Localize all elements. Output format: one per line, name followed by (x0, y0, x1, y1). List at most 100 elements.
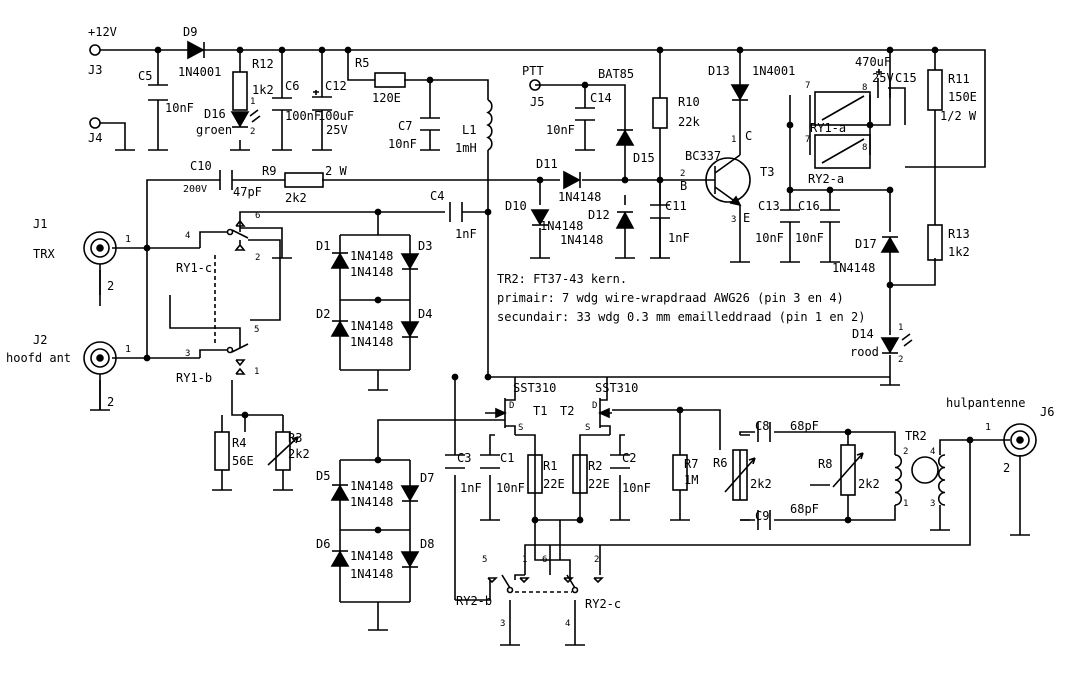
diode-d13: D13 1N4001 (708, 64, 795, 101)
connector-j5: PTT J5 (522, 64, 544, 109)
name-j1: TRX (33, 247, 55, 261)
capacitor-c13: C13 10nF (755, 199, 800, 245)
ref-d2: D2 (316, 307, 330, 321)
part-d3: 1N4148 (350, 265, 393, 279)
ref-d15: D15 (633, 151, 655, 165)
ref-c2: C2 (622, 451, 636, 465)
diode-d15: BAT85 D15 (598, 67, 655, 165)
ref-r4: R4 (232, 436, 246, 450)
pin-label: 3 (500, 619, 505, 629)
ref-d14: D14 (852, 327, 874, 341)
junctions (143, 46, 974, 534)
ref-d16: D16 (204, 107, 226, 121)
ref-d5: D5 (316, 469, 330, 483)
connector-j4: J4 (88, 117, 102, 145)
ref-r9: R9 (262, 164, 276, 178)
ref-c3: C3 (457, 451, 471, 465)
resistor-r11: R11 150E 1/2 W (927, 69, 977, 123)
ref-c9: C9 (755, 509, 769, 523)
ref-j1: J1 (33, 217, 47, 231)
ref-r13: R13 (948, 227, 970, 241)
capacitor-c16: C16 10nF (795, 199, 840, 245)
capacitor-c5: C5 10nF (138, 69, 194, 115)
ref-r11: R11 (948, 72, 970, 86)
ref-d3: D3 (418, 239, 432, 253)
note-line: primair: 7 wdg wire-wrapdraad AWG26 (pin… (497, 291, 844, 305)
ref-d11: D11 (536, 157, 558, 171)
resistor-r9: R9 2 W 2k2 (262, 164, 347, 205)
ref-r3: R3 (288, 431, 302, 445)
potentiometer-r8: R8 2k2 (818, 444, 880, 496)
ref-c13: C13 (758, 199, 780, 213)
part-d5: 1N4148 (350, 479, 393, 493)
ref-c5: C5 (138, 69, 152, 83)
diode-d10: D10 1N4148 (505, 199, 583, 233)
capacitor-c14: C14 10nF (546, 91, 612, 137)
pin-label: 1 (250, 97, 255, 107)
ref-c14: C14 (590, 91, 612, 105)
note-line: TR2: FT37-43 kern. (497, 272, 627, 286)
part-d11: 1N4148 (558, 190, 601, 204)
ref-d13: D13 (708, 64, 730, 78)
resistor-r5: R5 120E (355, 56, 406, 105)
ref-c1: C1 (500, 451, 514, 465)
value-c7: 10nF (388, 137, 417, 151)
value-c2: 10nF (622, 481, 651, 495)
pin-label: 1 (731, 135, 736, 145)
pin-label: D (592, 401, 597, 411)
ref-d6: D6 (316, 537, 330, 551)
part-d17: 1N4148 (832, 261, 875, 275)
part-d13: 1N4001 (752, 64, 795, 78)
potentiometer-r3: R3 2k2 (267, 431, 310, 471)
pin-label: 4 (185, 231, 190, 241)
transformer-tr2: TR2 2 4 1 3 (894, 429, 946, 509)
part-d10: 1N4148 (540, 219, 583, 233)
diode-d11: D11 1N4148 (536, 157, 601, 204)
rating-c12: 25V (326, 123, 348, 137)
relay-contact-ry1b: RY1-b 3 5 1 (176, 325, 259, 385)
ref-d10: D10 (505, 199, 527, 213)
pin-label: 2 (1003, 461, 1010, 475)
capacitor-c2: C2 10nF (610, 451, 651, 495)
ref-r10: R10 (678, 95, 700, 109)
pin-label: 7 (805, 135, 810, 145)
ref-j5: J5 (530, 95, 544, 109)
ref-d9: D9 (183, 25, 197, 39)
pin-label: 6 (255, 211, 260, 221)
capacitor-c4: C4 1nF (430, 189, 477, 241)
inductor-l1: L1 1mH (455, 99, 493, 155)
value-c13: 10nF (755, 231, 784, 245)
ref-l1: L1 (462, 123, 476, 137)
ref-t2: T2 (560, 404, 574, 418)
value-r9: 2k2 (285, 191, 307, 205)
connector-j3: +12V J3 (88, 25, 117, 77)
pin-label: 5 (254, 325, 259, 335)
ref-c16: C16 (798, 199, 820, 213)
diode-d3: D3 1N4148 (350, 239, 432, 279)
relay-ry2a-coil: RY2-a 7 8 (805, 134, 871, 186)
resistor-r12: R12 1k2 (232, 57, 274, 111)
value-r12: 1k2 (252, 83, 274, 97)
rating-c15: 25V (872, 71, 894, 85)
value-r10: 22k (678, 115, 700, 129)
diode-d9: D9 1N4001 (178, 25, 221, 79)
pin-label: 3 (185, 349, 190, 359)
ref-c10: C10 (190, 159, 212, 173)
ref-r2: R2 (588, 459, 602, 473)
part-d15: BAT85 (598, 67, 634, 81)
value-c1: 10nF (496, 481, 525, 495)
part-t3: BC337 (685, 149, 721, 163)
value-c8: 68pF (790, 419, 819, 433)
pin-label: 2 (107, 395, 114, 409)
pin-label: 2 (903, 447, 908, 457)
led-d14: D14 rood 1 2 (850, 323, 913, 365)
ref-t3: T3 (760, 165, 774, 179)
pin-label: D (509, 401, 514, 411)
connector-j1: J1 TRX 1 2 (33, 217, 131, 298)
pin-label: 1 (903, 499, 908, 509)
ref-c12: C12 (325, 79, 347, 93)
net-label-aux-ant: hulpantenne (946, 396, 1025, 410)
capacitor-c3: C3 1nF (445, 451, 482, 495)
diode-d8: D8 1N4148 (350, 537, 434, 581)
